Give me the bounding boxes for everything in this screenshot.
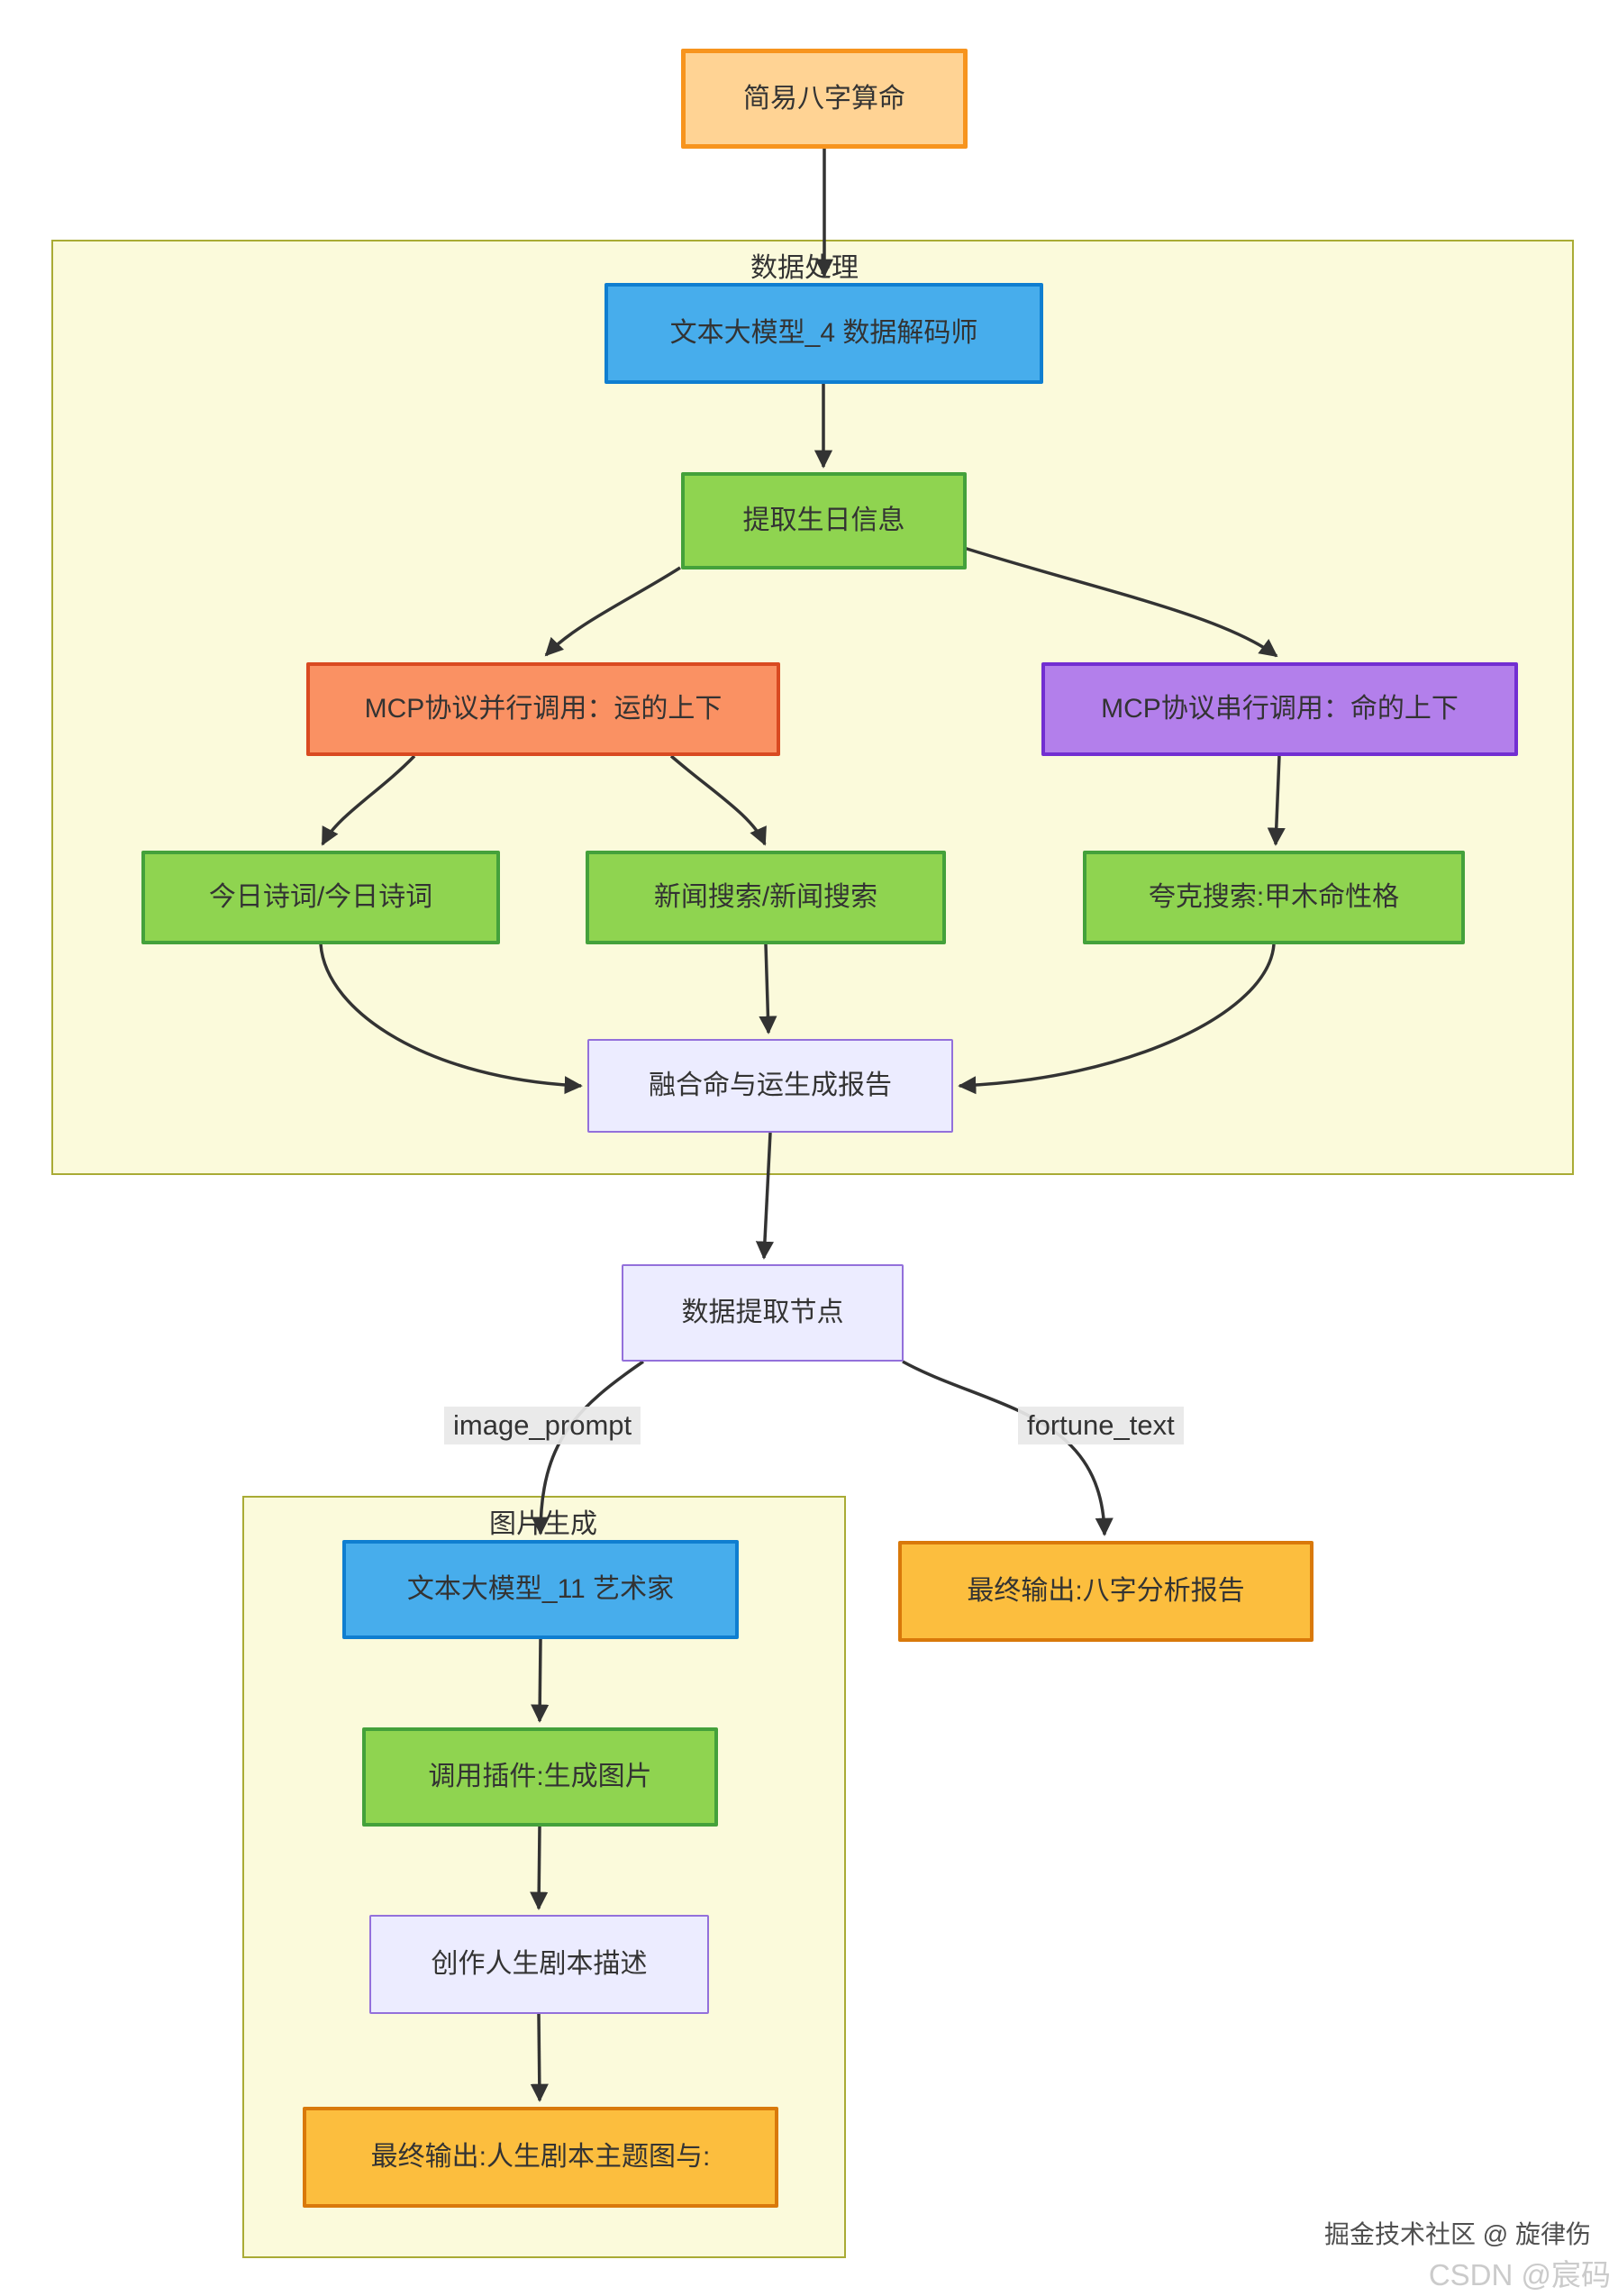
edge-extract-artist [531, 1360, 644, 1535]
edge-script-final-image [530, 2013, 549, 2102]
edge-plugin-script [530, 1826, 549, 1910]
edge-birth-mcp-serial [963, 546, 1278, 658]
edge-quark-fuse [958, 943, 1276, 1095]
node-final-output-image: 最终输出:人生剧本主题图与: [303, 2107, 778, 2208]
watermark-csdn: CSDN @宸码 [1428, 2258, 1611, 2291]
node-mcp-parallel-call: MCP协议并行调用：运的上下 [306, 662, 780, 756]
edge-mcp-parallel-news [669, 754, 767, 846]
edge-label-image-prompt: image_prompt [444, 1407, 641, 1444]
node-fuse-report: 融合命与运生成报告 [587, 1039, 953, 1133]
node-extract-birthday: 提取生日信息 [681, 472, 967, 569]
edge-fuse-extract [755, 1132, 774, 1260]
node-text-model-4-decoder: 文本大模型_4 数据解码师 [604, 283, 1043, 384]
node-life-script-description: 创作人生剧本描述 [369, 1915, 709, 2014]
node-data-extract: 数据提取节点 [622, 1264, 904, 1362]
watermark-juejin: 掘金技术社区 @ 旋律伤 [1324, 2220, 1591, 2248]
edge-news-fuse [759, 943, 777, 1034]
edge-label-fortune-text: fortune_text [1018, 1407, 1184, 1444]
node-text-model-11-artist: 文本大模型_11 艺术家 [342, 1540, 739, 1639]
edge-mcp-serial-quark [1267, 755, 1286, 846]
edge-extract-final-text [902, 1360, 1114, 1536]
node-plugin-generate-image: 调用插件:生成图片 [362, 1727, 718, 1827]
node-quark-search: 夸克搜索:甲木命性格 [1083, 851, 1465, 944]
node-mcp-serial-call: MCP协议串行调用：命的上下 [1041, 662, 1518, 756]
node-start: 简易八字算命 [681, 49, 968, 149]
edge-mcp-parallel-poem [321, 754, 416, 846]
edge-birth-mcp-parallel [544, 566, 681, 657]
subgraph-label-data-processing: 数据处理 [750, 253, 859, 283]
node-news-search: 新闻搜索/新闻搜索 [586, 851, 946, 944]
edge-poem-fuse [319, 943, 583, 1095]
edge-artist-plugin [531, 1638, 550, 1723]
node-daily-poem: 今日诗词/今日诗词 [141, 851, 500, 944]
node-final-output-report: 最终输出:八字分析报告 [898, 1541, 1313, 1642]
